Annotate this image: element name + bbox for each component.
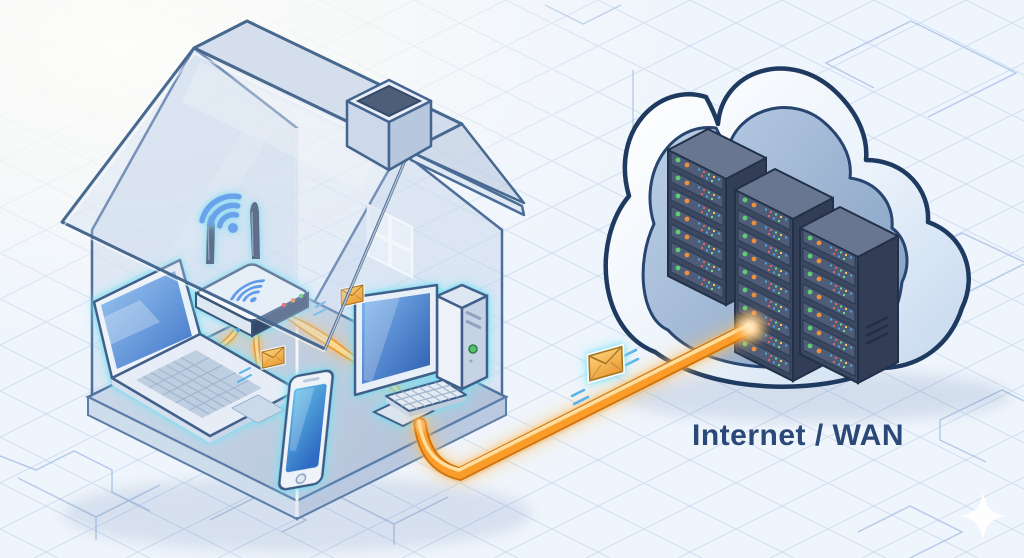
tower-vents <box>465 310 482 330</box>
cable-connection-glow <box>413 311 766 431</box>
envelope-icon <box>260 345 286 370</box>
chimney-opening <box>355 84 423 118</box>
laptop-trackpad <box>230 394 286 424</box>
smartphone <box>278 369 334 491</box>
router-led-orange <box>290 298 296 303</box>
desktop-keyboard <box>385 379 467 417</box>
server-rack <box>799 206 899 385</box>
desktop-tower <box>435 283 489 391</box>
chimney <box>345 78 433 172</box>
wifi-signal-icon <box>199 193 242 233</box>
router-led-green <box>298 293 304 299</box>
wifi-router <box>195 202 309 338</box>
power-button <box>468 344 478 354</box>
traveling-envelope <box>570 347 640 406</box>
laptop <box>92 258 300 443</box>
home-network-house <box>60 19 532 552</box>
router-led-red <box>281 302 287 308</box>
speed-lines <box>237 367 252 383</box>
speed-lines <box>570 348 640 406</box>
router-wifi-icon <box>230 279 266 303</box>
cloud-shadow <box>620 370 1010 422</box>
internet-cloud <box>603 66 1010 422</box>
speed-lines <box>313 301 327 316</box>
desktop-monitor <box>353 283 439 428</box>
sparkle-icon <box>960 492 1006 540</box>
rack-vent-lines <box>865 315 889 346</box>
wan-label: Internet / WAN <box>692 419 904 452</box>
desktop-computer <box>353 283 489 428</box>
